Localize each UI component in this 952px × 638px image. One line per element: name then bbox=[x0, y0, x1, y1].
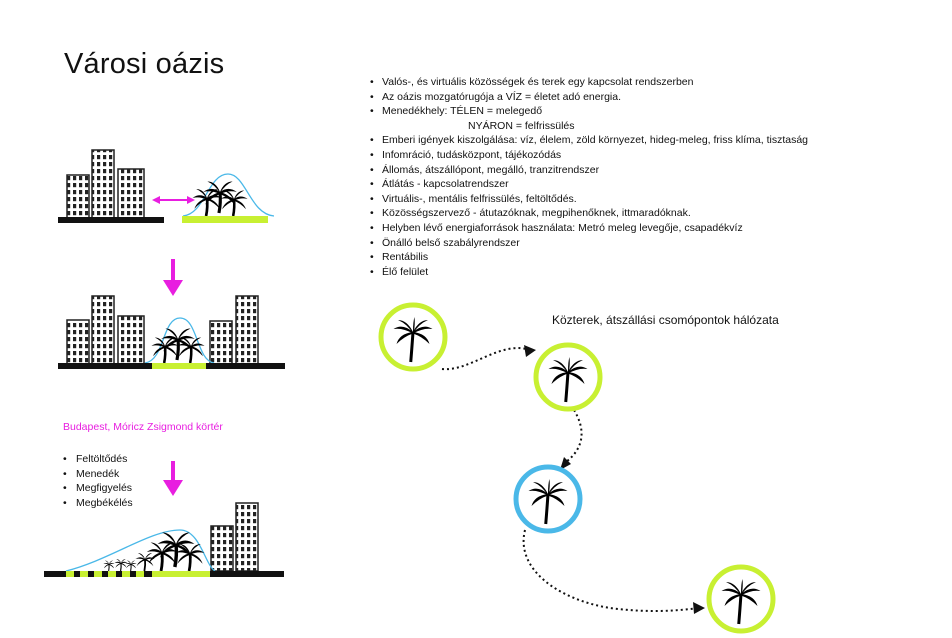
oasis-ground bbox=[66, 571, 210, 577]
list-item: Menedékhely: TÉLEN = melegedő bbox=[368, 104, 808, 119]
list-item: Állomás, átszállópont, megálló, tranzitr… bbox=[368, 163, 808, 178]
list-item: Átlátás - kapcsolatrendszer bbox=[368, 177, 808, 192]
down-arrow-icon bbox=[163, 461, 183, 496]
oasis-ground bbox=[152, 363, 206, 369]
building-icon bbox=[235, 502, 259, 572]
building-icon bbox=[209, 320, 233, 365]
water-curve bbox=[144, 317, 215, 364]
list-item: Megbékélés bbox=[62, 496, 133, 511]
list-item: Élő felület bbox=[368, 265, 808, 280]
list-item: Megfigyelés bbox=[62, 481, 133, 496]
list-item: Helyben lévő energiaforrások használata:… bbox=[368, 221, 808, 236]
building-icon bbox=[235, 295, 259, 365]
scene-integrated bbox=[58, 295, 285, 369]
down-arrow-icon bbox=[163, 259, 183, 296]
list-item: Rentábilis bbox=[368, 250, 808, 265]
building-icon bbox=[210, 525, 234, 572]
network-title: Közterek, átszállási csomópontok hálózat… bbox=[552, 313, 779, 327]
ground bbox=[58, 217, 164, 223]
building-icon bbox=[117, 315, 145, 365]
list-item: Önálló belső szabályrendszer bbox=[368, 236, 808, 251]
palm-icon bbox=[191, 179, 249, 218]
building-icon bbox=[66, 319, 90, 365]
list-item: Valós-, és virtuális közösségek és terek… bbox=[368, 75, 808, 90]
list-item: Emberi igények kiszolgálása: víz, élelem… bbox=[368, 133, 808, 148]
place-list: Feltöltődés Menedék Megfigyelés Megbékél… bbox=[62, 452, 133, 510]
place-label: Budapest, Móricz Zsigmond körtér bbox=[63, 421, 223, 433]
list-item: Közösségszervező - átutazóknak, megpihen… bbox=[368, 206, 808, 221]
water-curve bbox=[65, 529, 216, 572]
building-icon bbox=[66, 174, 90, 220]
list-item: Menedék bbox=[62, 467, 133, 482]
network-diagram bbox=[378, 302, 776, 634]
scene-separate bbox=[58, 149, 275, 223]
list-item: Az oázis mozgatórugója a VÍZ = életet ad… bbox=[368, 90, 808, 105]
palm-icon bbox=[102, 530, 206, 573]
double-arrow-icon bbox=[152, 196, 195, 204]
building-icon bbox=[117, 168, 145, 220]
building-icon bbox=[91, 295, 115, 365]
water-curve bbox=[182, 173, 275, 217]
list-item: Feltöltődés bbox=[62, 452, 133, 467]
building-icon bbox=[91, 149, 115, 220]
list-item: Infomráció, tudásközpont, tájékozódás bbox=[368, 148, 808, 163]
list-item: Virtuális-, mentális felfrissülés, feltö… bbox=[368, 192, 808, 207]
palm-icon bbox=[150, 326, 206, 365]
page-title: Városi oázis bbox=[64, 48, 225, 80]
list-item-continuation: NYÁRON = felfrissülés bbox=[468, 119, 575, 132]
concept-list: Valós-, és virtuális közösségek és terek… bbox=[368, 75, 808, 279]
scene-moricz bbox=[44, 502, 284, 577]
oasis-ground bbox=[182, 216, 268, 223]
